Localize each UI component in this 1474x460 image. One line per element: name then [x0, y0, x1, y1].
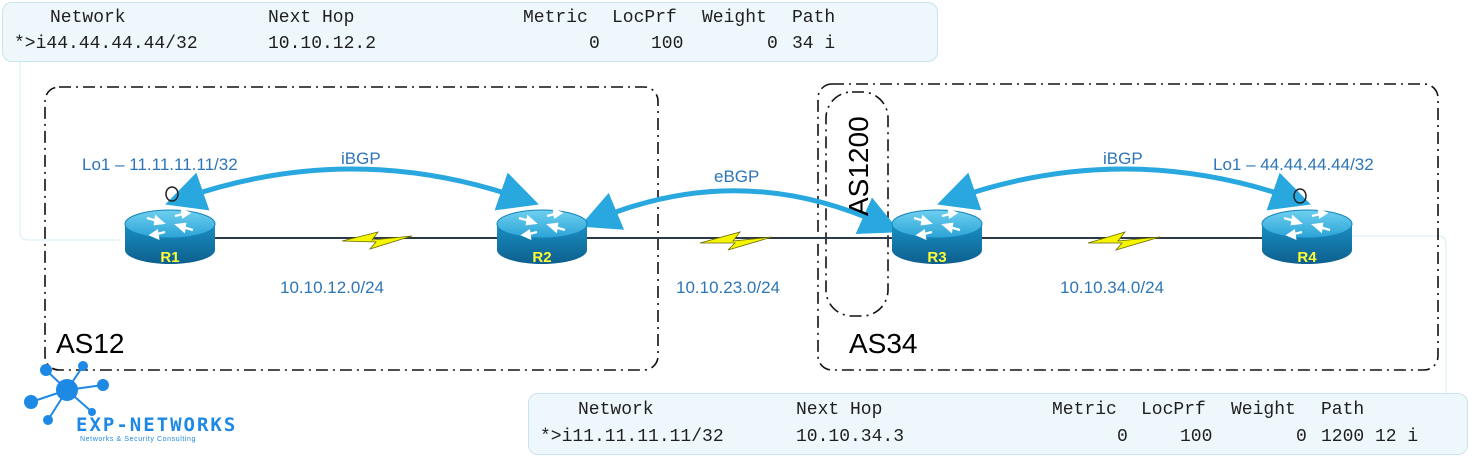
top-header-weight: Weight — [702, 8, 767, 28]
top-row-weight: 0 — [767, 34, 778, 54]
as1200-label: AS1200 — [843, 116, 874, 216]
top-row-network: *>i44.44.44.44/32 — [14, 34, 198, 54]
as12-label: AS12 — [56, 328, 125, 359]
router-r2-label: R2 — [532, 249, 551, 266]
top-header-path: Path — [792, 8, 836, 28]
ebgp-label: eBGP — [714, 167, 760, 186]
ibgp-left-arrow — [165, 166, 539, 211]
link-34-subnet-label: 10.10.34.0/24 — [1060, 278, 1164, 297]
router-r1-label: R1 — [160, 249, 179, 266]
router-r4-label: R4 — [1297, 249, 1317, 266]
bottom-row-metric: 0 — [1117, 427, 1128, 447]
serial-bolt-r2-r3 — [699, 231, 773, 251]
top-row-metric: 0 — [589, 34, 600, 54]
bottom-header-next-hop: Next Hop — [796, 400, 883, 420]
bottom-header-metric: Metric — [1052, 400, 1117, 420]
bottom-header-locprf: LocPrf — [1141, 400, 1206, 420]
logo-wordmark: EXP-NETWORKS — [76, 414, 238, 436]
top-row-path: 34 i — [792, 34, 836, 54]
lo1-r4-label: Lo1 – 44.44.44.44/32 — [1213, 155, 1374, 174]
bottom-row-locprf: 100 — [1180, 427, 1213, 447]
bottom-row-weight: 0 — [1296, 427, 1307, 447]
bottom-header-network: Network — [578, 400, 654, 420]
top-header-locprf: LocPrf — [612, 8, 677, 28]
bottom-header-weight: Weight — [1231, 400, 1296, 420]
ibgp-right-arrow — [937, 166, 1311, 211]
link-12-subnet-label: 10.10.12.0/24 — [280, 278, 384, 297]
bottom-row-next-hop: 10.10.34.3 — [796, 427, 905, 447]
link-23-subnet-label: 10.10.23.0/24 — [676, 278, 780, 297]
top-row-locprf: 100 — [651, 34, 684, 54]
logo-tagline: Networks & Security Consulting — [80, 436, 197, 443]
router-r3-label: R3 — [927, 249, 946, 266]
lo1-r1-label: Lo1 – 11.11.11.11/32 — [82, 155, 238, 174]
bottom-header-path: Path — [1321, 400, 1365, 420]
serial-bolt-r3-r4 — [1087, 231, 1161, 251]
ebgp-arrow — [579, 188, 901, 235]
bottom-row-network: *>i11.11.11.11/32 — [540, 427, 724, 447]
top-header-metric: Metric — [523, 8, 588, 28]
ibgp-right-label: iBGP — [1103, 149, 1143, 168]
top-header-next-hop: Next Hop — [268, 8, 355, 28]
as34-label: AS34 — [849, 328, 918, 359]
bottom-row-path: 1200 12 i — [1321, 427, 1419, 447]
loopback-r1-icon — [165, 186, 179, 202]
top-bgp-table — [2, 2, 938, 62]
ibgp-left-label: iBGP — [341, 149, 381, 168]
loopback-r4-icon — [1293, 188, 1307, 204]
as1200-boundary — [825, 91, 889, 317]
top-row-next-hop: 10.10.12.2 — [268, 34, 377, 54]
top-header-network: Network — [50, 8, 126, 28]
exp-networks-logo-icon — [24, 361, 109, 425]
as12-boundary — [44, 86, 659, 371]
top-table-callout — [19, 60, 120, 241]
bottom-bgp-table — [528, 393, 1468, 455]
serial-bolt-r1-r2 — [341, 231, 413, 250]
